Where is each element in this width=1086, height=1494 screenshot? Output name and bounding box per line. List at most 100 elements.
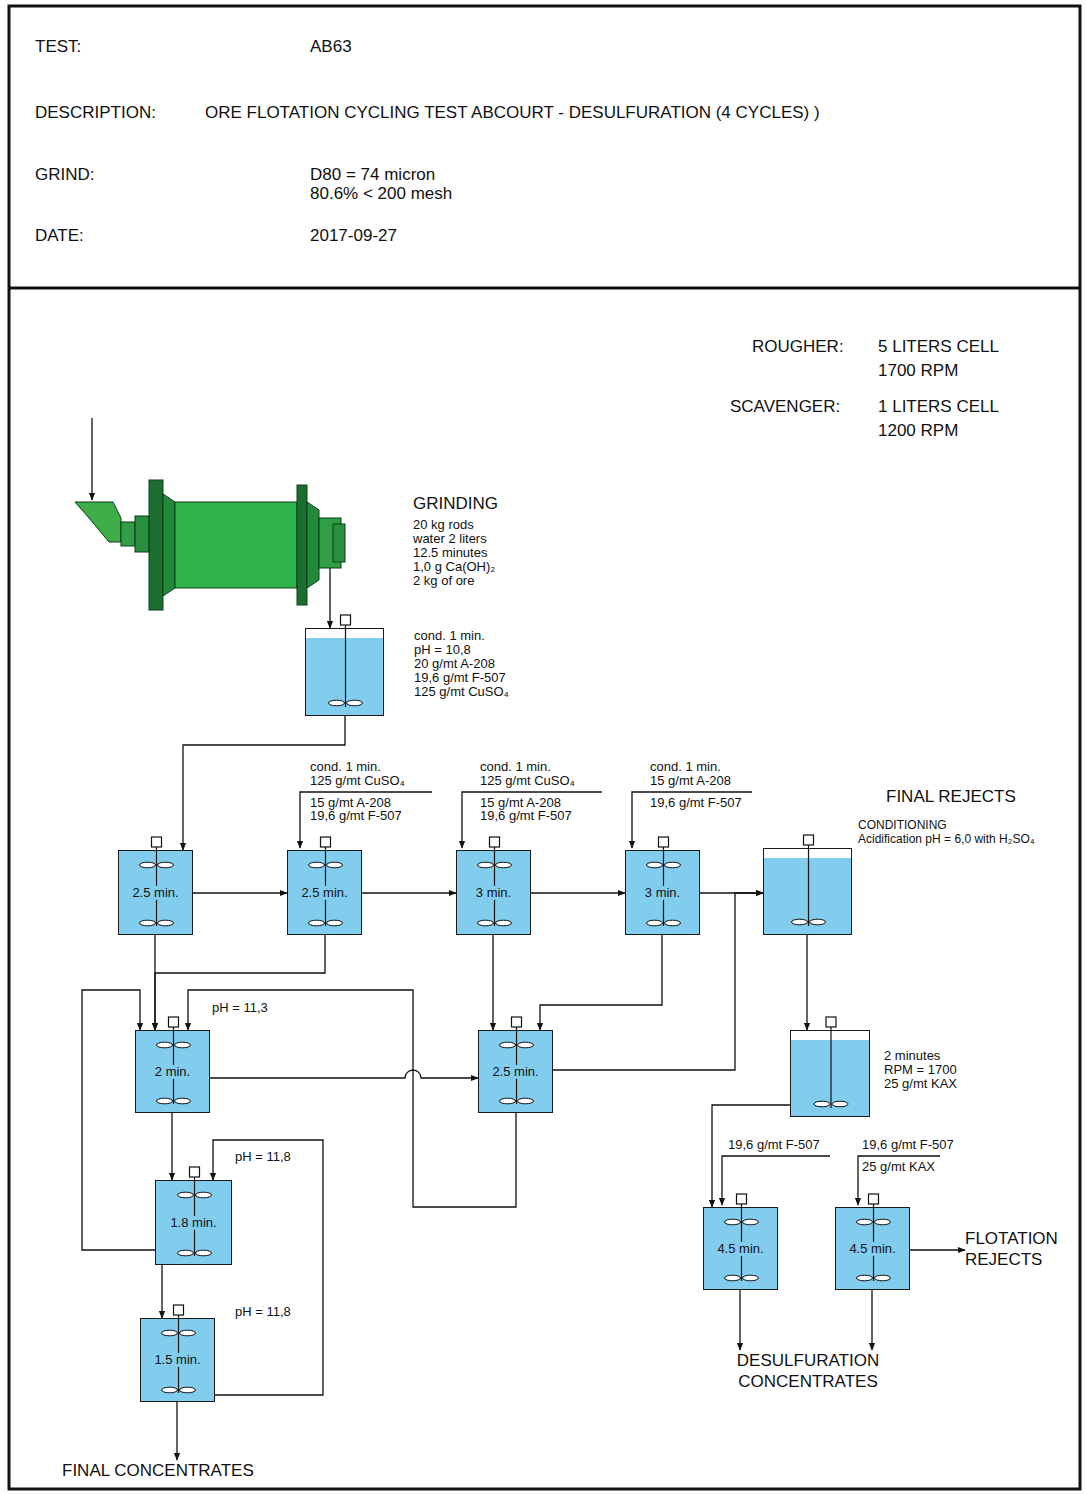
unit-note: water 2 liters — [413, 532, 487, 546]
slurry-flow-line — [362, 892, 456, 893]
slurry-flow-line — [210, 1070, 478, 1078]
product-name: DESULFURATION CONCENTRATES — [718, 1350, 898, 1393]
impeller-symbol — [327, 920, 343, 926]
reagent-note: 19,6 g/mt F-507 — [728, 1138, 820, 1152]
product-stream: FINAL CONCENTRATES — [62, 1460, 254, 1481]
shaft-symbol — [830, 1027, 831, 1108]
impeller-symbol — [140, 862, 156, 868]
heading-label: ROUGHER: — [752, 338, 844, 357]
unit-note: 125 g/mt CuSO₄ — [414, 685, 509, 699]
rod-mill: GRINDING20 kg rodswater 2 liters12.5 min… — [75, 480, 347, 610]
unit-note: 2 minutes — [884, 1049, 940, 1063]
flotation-cell: 2.5 min. — [478, 1030, 553, 1113]
mill-part — [135, 516, 149, 552]
slurry-flow-line — [910, 1249, 965, 1250]
impeller-symbol — [665, 920, 681, 926]
motor-symbol — [869, 1194, 879, 1204]
product-stream: FLOTATION REJECTS — [965, 1228, 1077, 1271]
residence-time: 3 min. — [643, 885, 682, 899]
residence-time: 2 min. — [153, 1064, 192, 1078]
impeller-symbol — [329, 700, 345, 706]
flotation-cell: 3 min. — [456, 850, 531, 935]
mill-part — [75, 502, 121, 542]
flotation-cell: 3 min. — [625, 850, 700, 935]
heading-label: 5 LITERS CELL — [878, 338, 999, 357]
impeller-symbol — [309, 920, 325, 926]
slurry-flow-line — [871, 1290, 872, 1350]
impeller-symbol — [875, 1219, 891, 1225]
heading-label: D80 = 74 micron — [310, 166, 435, 185]
impeller-symbol — [157, 1098, 173, 1104]
shaft-symbol — [345, 625, 346, 707]
flotation-cell: 1.8 min. — [155, 1180, 232, 1265]
impeller-symbol — [196, 1250, 212, 1256]
impeller-symbol — [857, 1275, 873, 1281]
mill-part — [163, 494, 175, 596]
heading-label: 2017-09-27 — [310, 227, 397, 246]
unit-note: 20 g/mt A-208 — [414, 657, 495, 671]
reagent-note: 19,6 g/mt F-507 — [650, 796, 742, 810]
motor-symbol — [190, 1167, 200, 1177]
impeller-symbol — [792, 919, 808, 925]
conditioning-tank: cond. 1 min.pH = 10,820 g/mt A-20819,6 g… — [305, 628, 384, 716]
slurry-flow-line — [171, 1113, 172, 1180]
reagent-feed-line — [632, 792, 752, 848]
motor-symbol — [174, 1305, 184, 1315]
slurry-flow-line — [176, 1402, 177, 1460]
impeller-symbol — [178, 1192, 194, 1198]
impeller-symbol — [347, 700, 363, 706]
unit-note: cond. 1 min. — [414, 629, 485, 643]
impeller-symbol — [162, 1330, 178, 1336]
motor-symbol — [490, 837, 500, 847]
reagent-note: 125 g/mt CuSO₄ — [310, 774, 405, 788]
unit-note: pH = 10,8 — [414, 643, 471, 657]
unit-note: Acidification pH = 6,0 with H₂SO₄ — [858, 833, 1035, 846]
conditioning-tank: CONDITIONINGAcidification pH = 6,0 with … — [763, 848, 852, 935]
slurry-flow-line — [82, 990, 155, 1250]
unit-note: RPM = 1700 — [884, 1063, 957, 1077]
motor-symbol — [321, 837, 331, 847]
residence-time: 2.5 min. — [299, 885, 349, 899]
shaft-symbol — [808, 845, 809, 926]
motor-symbol — [659, 837, 669, 847]
tank-drawing — [764, 849, 853, 936]
unit-note: 25 g/mt KAX — [884, 1077, 957, 1091]
residence-time: 3 min. — [474, 885, 513, 899]
impeller-symbol — [725, 1219, 741, 1225]
reagent-feed-line — [300, 792, 432, 848]
unit-note: 12.5 minutes — [413, 546, 487, 560]
header-rule — [9, 287, 1080, 290]
unit-note: CONDITIONING — [858, 819, 947, 832]
flotation-cell: 2.5 min. — [118, 850, 193, 935]
heading-label: 1 LITERS CELL — [878, 398, 999, 417]
impeller-symbol — [500, 1042, 516, 1048]
impeller-symbol — [647, 920, 663, 926]
slurry-flow-line — [213, 1140, 323, 1395]
impeller-symbol — [810, 919, 826, 925]
residence-time: 4.5 min. — [847, 1241, 897, 1255]
reagent-note: cond. 1 min. — [480, 760, 551, 774]
residence-time: 2.5 min. — [490, 1064, 540, 1078]
impeller-symbol — [175, 1042, 191, 1048]
reagent-feed-line — [462, 792, 602, 848]
motor-symbol — [169, 1017, 179, 1027]
mill-part — [329, 568, 330, 610]
product-name: FINAL CONCENTRATES — [62, 1460, 254, 1481]
impeller-symbol — [857, 1219, 873, 1225]
mill-drawing — [75, 480, 347, 610]
residence-time: 1.5 min. — [152, 1353, 202, 1367]
impeller-symbol — [832, 1101, 848, 1107]
residence-time: 2.5 min. — [130, 885, 180, 899]
residence-time: 4.5 min. — [715, 1241, 765, 1255]
slurry-flow-line — [329, 610, 330, 628]
impeller-symbol — [518, 1042, 534, 1048]
unit-note: 2 kg of ore — [413, 574, 474, 588]
slurry-flow-line — [712, 1105, 790, 1207]
reagent-note: pH = 11,8 — [235, 1305, 291, 1319]
impeller-symbol — [814, 1101, 830, 1107]
impeller-symbol — [743, 1219, 759, 1225]
impeller-symbol — [178, 1250, 194, 1256]
slurry-flow-line — [161, 1265, 162, 1318]
unit-heading: GRINDING — [413, 495, 498, 514]
